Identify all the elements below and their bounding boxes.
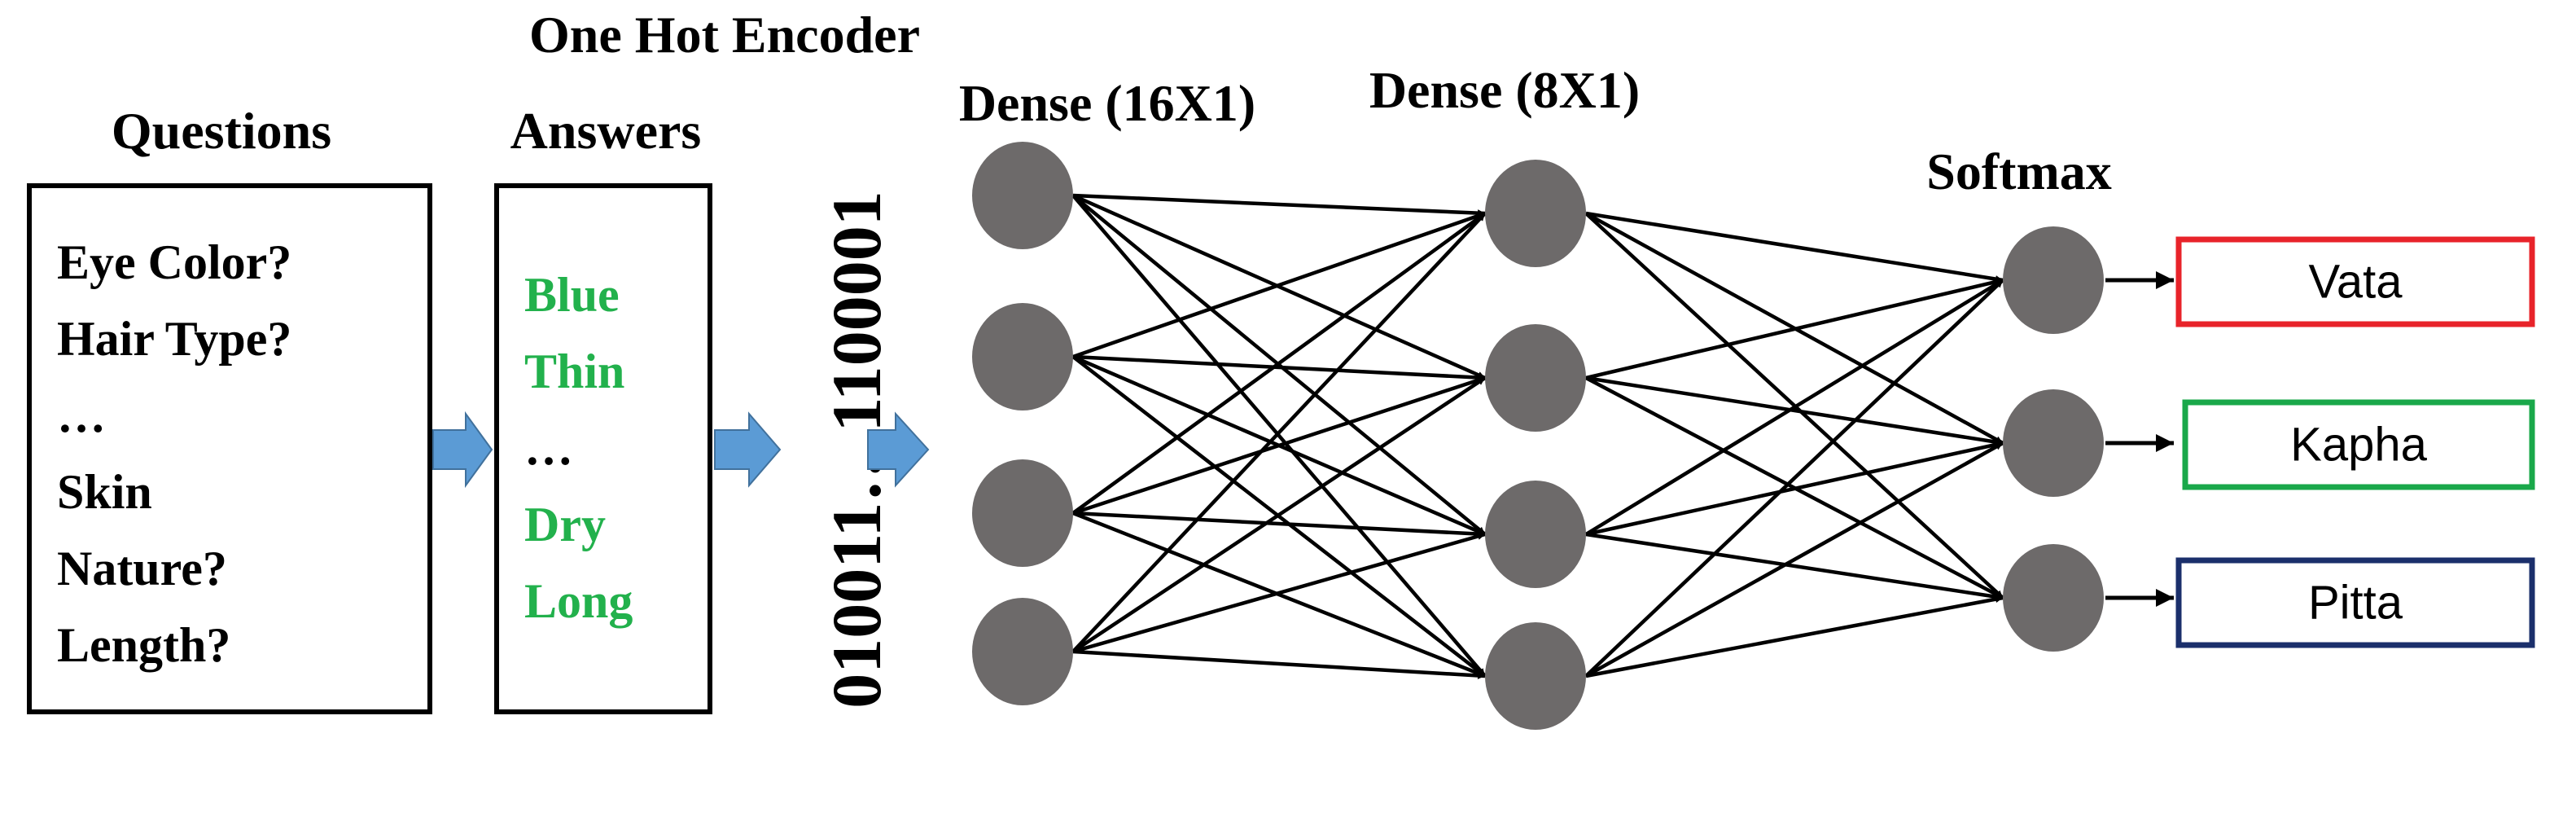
dense-8-heading: Dense (8X1) xyxy=(1369,61,1640,119)
neuron xyxy=(1485,622,1586,730)
answer-item: Blue xyxy=(524,268,620,322)
connection-edge xyxy=(1585,441,2004,537)
neuron xyxy=(972,303,1073,410)
connection-edge xyxy=(1071,212,1487,653)
connection-edge xyxy=(1585,532,2004,601)
dense-16-heading: Dense (16X1) xyxy=(959,74,1255,132)
output-kapha: Kapha xyxy=(2182,399,2535,490)
connection-edge xyxy=(1585,278,2004,380)
questions-heading: Questions xyxy=(112,102,331,160)
question-item: Nature? xyxy=(57,542,227,595)
one-hot-encoder-heading: One Hot Encoder xyxy=(529,6,920,64)
connection-edge xyxy=(1071,194,1487,678)
connection-edge xyxy=(1072,354,1486,382)
connection-edge xyxy=(1072,649,1486,679)
connection-edge xyxy=(1584,441,2004,678)
output-label: Pitta xyxy=(2308,577,2403,630)
connection-edge xyxy=(1071,212,1487,515)
neuron xyxy=(1485,324,1586,432)
connection-edge xyxy=(1585,211,2004,283)
neuron xyxy=(2003,226,2104,334)
answer-item: Dry xyxy=(524,498,606,551)
neuron xyxy=(1485,160,1586,267)
dense-8-layer xyxy=(1485,160,1586,730)
question-item: Skin xyxy=(57,465,152,519)
softmax-layer xyxy=(2003,226,2104,652)
flow-arrow-2 xyxy=(714,411,782,488)
neuron xyxy=(2003,389,2104,497)
softmax-heading: Softmax xyxy=(1926,143,2112,200)
neuron xyxy=(972,142,1073,249)
question-item: Eye Color? xyxy=(57,235,291,289)
answers-box: Blue Thin … Dry Long xyxy=(494,183,712,714)
answer-item: … xyxy=(524,421,573,475)
output-vata: Vata xyxy=(2175,236,2535,327)
output-label: Vata xyxy=(2308,256,2403,309)
connection-edge xyxy=(1072,193,1486,217)
questions-box: Eye Color? Hair Type? … Skin Nature? Len… xyxy=(27,183,432,714)
connection-edge xyxy=(1585,375,2004,446)
connection-edge xyxy=(1072,532,1486,654)
connection-edge xyxy=(1072,211,1486,359)
connection-edge xyxy=(1072,511,1486,538)
flow-arrow-1 xyxy=(432,410,493,489)
output-pitta: Pitta xyxy=(2175,557,2535,648)
connection-edge xyxy=(1584,279,2004,678)
neuron xyxy=(2003,544,2104,652)
flow-arrow-3 xyxy=(867,411,930,488)
connection-edge xyxy=(1584,279,2004,536)
connection-edge xyxy=(1072,375,1486,516)
dense-16-layer xyxy=(972,142,1073,705)
answers-heading: Answers xyxy=(510,102,702,160)
question-item: Hair Type? xyxy=(57,312,291,366)
connection-edge xyxy=(1071,376,1487,653)
neuron xyxy=(972,459,1073,567)
answer-item: Thin xyxy=(524,345,624,398)
neuron xyxy=(972,598,1073,705)
neuron xyxy=(1485,481,1586,588)
question-item: Length? xyxy=(57,618,230,672)
question-item: … xyxy=(57,389,106,442)
answer-item: Long xyxy=(524,574,633,628)
network-connections xyxy=(1071,193,2004,679)
connection-edge xyxy=(1585,595,2004,678)
output-label: Kapha xyxy=(2290,419,2427,472)
